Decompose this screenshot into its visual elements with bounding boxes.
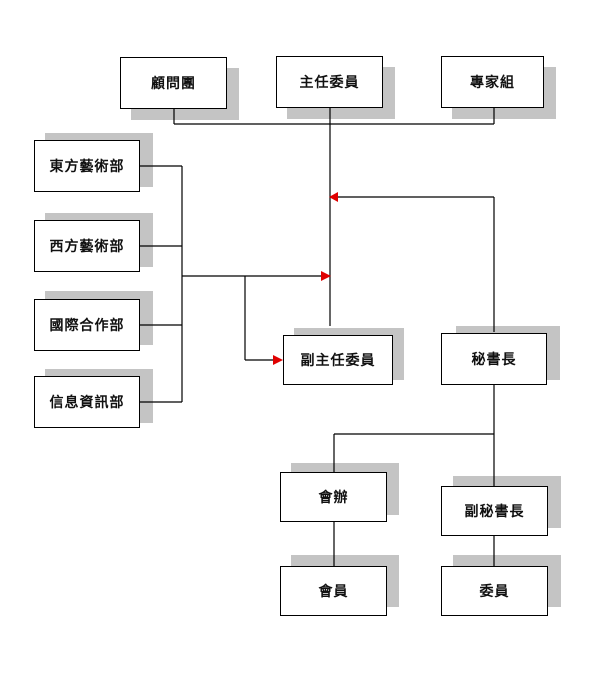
node-expert-group: 專家組 [441, 56, 544, 108]
node-intl-cooperation-dept: 國際合作部 [34, 299, 140, 351]
node-vice-chairman: 副主任委員 [283, 335, 393, 385]
node-advisory-group: 顧問團 [120, 57, 227, 109]
node-deputy-secretary-general: 副秘書長 [441, 486, 548, 536]
arrow-to-vice-chairman [273, 355, 283, 365]
node-info-dept: 信息資訊部 [34, 376, 140, 428]
node-committee-members: 委員 [441, 566, 548, 616]
node-members: 會員 [280, 566, 387, 616]
node-secretary-general: 秘書長 [441, 333, 547, 385]
node-western-arts-dept: 西方藝術部 [34, 220, 140, 272]
node-member-office: 會辦 [280, 472, 387, 522]
node-chairman: 主任委員 [276, 56, 383, 108]
arrow-to-trunk-from-sg [329, 192, 338, 202]
node-eastern-arts-dept: 東方藝術部 [34, 140, 140, 192]
arrow-to-trunk-from-depts [321, 271, 331, 281]
